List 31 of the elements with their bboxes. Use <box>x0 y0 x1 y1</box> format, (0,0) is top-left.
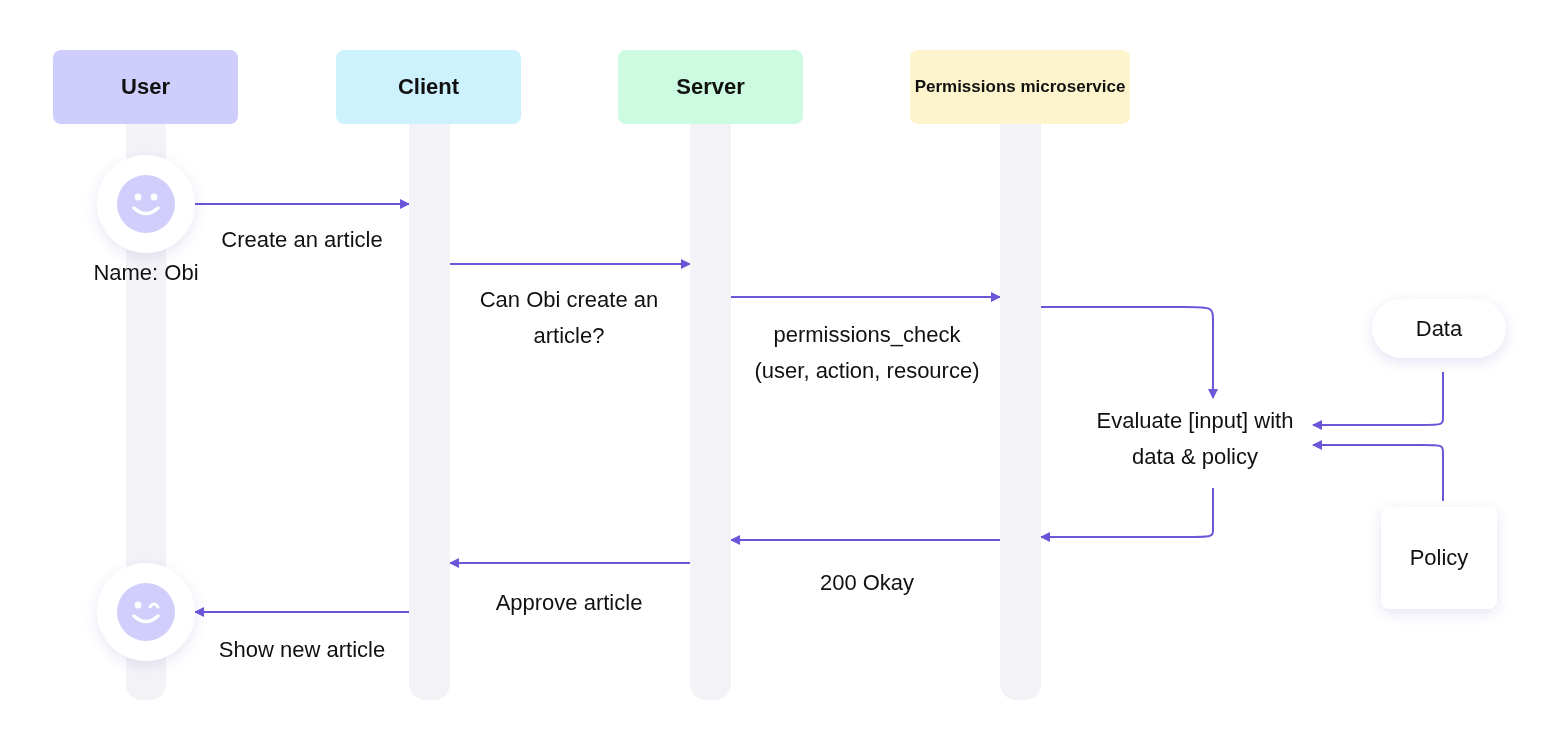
node-label: Data <box>1415 315 1463 342</box>
arrow <box>730 292 1001 302</box>
lane-title: Permissions microservice <box>914 76 1126 98</box>
arrow <box>449 259 691 269</box>
edge-label: Create an article <box>220 226 384 254</box>
arrow <box>730 535 1001 545</box>
lane-title: Server <box>676 73 745 101</box>
node-label: Policy <box>1409 545 1469 571</box>
lane-header <box>910 50 1130 124</box>
arrow <box>1312 440 1444 502</box>
lane-header <box>53 50 238 124</box>
arrow <box>1040 306 1218 399</box>
arrow <box>194 199 410 209</box>
process-description: Evaluate [input] with data & policy <box>1095 407 1295 471</box>
lifeline-bar <box>690 124 731 700</box>
edge-label: 200 Okay <box>818 569 916 597</box>
arrow <box>1312 371 1444 430</box>
lane-title: Client <box>397 73 460 101</box>
edge-label: Show new article <box>217 636 387 664</box>
lifeline-bar <box>409 124 450 700</box>
arrow <box>1040 487 1214 542</box>
lane-header <box>618 50 803 124</box>
lane-header <box>336 50 521 124</box>
arrow <box>449 558 691 568</box>
lifeline-bar <box>1000 124 1041 700</box>
edge-label: Approve article <box>494 589 644 617</box>
avatar-caption: Name: Obi <box>92 259 200 287</box>
lane-title: User <box>121 73 170 101</box>
arrow <box>194 607 410 617</box>
edge-label: permissions_check (user, action, resource) <box>753 321 981 385</box>
edge-label: Can Obi create an article? <box>478 286 660 350</box>
